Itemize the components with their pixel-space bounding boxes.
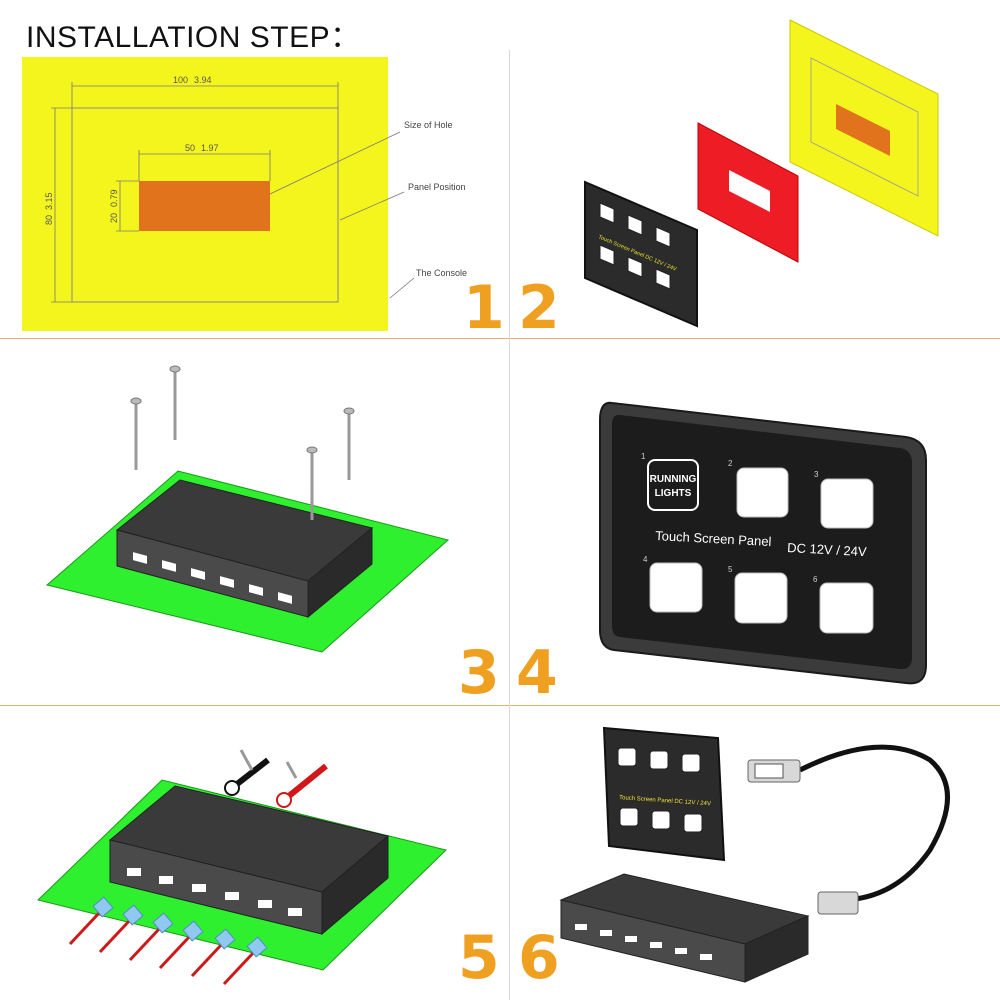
panel-button-3	[820, 478, 874, 529]
panel-button-1	[647, 459, 699, 511]
step6-panel-btn	[681, 753, 701, 773]
red-power-lead	[282, 763, 328, 803]
panel-button-number: 3	[814, 470, 819, 479]
output-wire	[190, 942, 224, 978]
step6-panel-btn	[619, 807, 639, 827]
terminal-slot	[600, 930, 612, 936]
terminal-slot	[288, 908, 302, 916]
label-the-console: The Console	[416, 268, 467, 278]
dim-hole-width: 50	[185, 143, 195, 153]
step2-panel-btn	[627, 214, 643, 236]
dim-hole-width-in: 1.97	[201, 143, 219, 153]
terminal-slot	[575, 924, 587, 930]
control-box-side-2	[321, 834, 389, 936]
panel-button-number: 2	[728, 459, 733, 468]
output-wire	[68, 910, 102, 946]
panel-button-2	[736, 467, 789, 518]
terminal-slot	[700, 954, 712, 960]
terminal-slot	[192, 884, 206, 892]
step-number-3: 3	[458, 638, 500, 708]
panel-button-number: 4	[643, 555, 648, 564]
terminal-slot	[625, 936, 637, 942]
step6-panel-btn	[617, 747, 637, 767]
panel-caption: Touch Screen Panel	[655, 528, 772, 549]
terminal-slot	[191, 568, 205, 580]
dim-hole-height: 20	[109, 213, 119, 223]
output-wire	[222, 950, 256, 986]
terminal-slot	[159, 876, 173, 884]
console-outline	[71, 107, 339, 303]
divider-column	[509, 50, 510, 1000]
step2-panel-btn	[655, 226, 671, 248]
step2-panel-btn	[655, 268, 671, 290]
step-number-5: 5	[458, 923, 500, 993]
cable-connector-bottom	[817, 891, 859, 915]
panel-button-number: 1	[641, 452, 646, 461]
page-title: INSTALLATION STEP：	[26, 21, 361, 54]
terminal-slot	[220, 576, 234, 588]
output-wire	[158, 934, 192, 970]
output-wire	[98, 918, 132, 954]
dim-height: 80	[44, 215, 54, 225]
terminal-slot	[650, 942, 662, 948]
terminal-slot	[249, 584, 263, 596]
label-size-of-hole: Size of Hole	[404, 120, 453, 130]
dim-hole-height-in: 0.79	[109, 189, 119, 207]
panel-button-number: 6	[813, 575, 818, 584]
dim-height-in: 3.15	[44, 192, 54, 210]
panel-button-1-line1: RUNNING	[650, 474, 697, 485]
terminal-slot	[278, 592, 292, 604]
terminal-slot	[258, 900, 272, 908]
step-number-4: 4	[516, 638, 558, 708]
control-box-side	[307, 526, 373, 619]
divider-row-2	[0, 705, 1000, 706]
connection-cable	[798, 744, 950, 903]
step-number-2: 2	[518, 273, 560, 343]
terminal-slot	[133, 552, 147, 564]
step2-hole	[836, 104, 890, 156]
panel-button-6	[819, 582, 874, 634]
terminal-slot	[225, 892, 239, 900]
step2-panel-btn	[599, 244, 615, 266]
divider-row-1	[0, 338, 1000, 339]
label-panel-position: Panel Position	[408, 182, 466, 192]
step-number-1: 1	[463, 273, 505, 343]
panel-button-number: 5	[728, 565, 733, 574]
dim-width-in: 3.94	[194, 75, 212, 85]
terminal-slot	[162, 560, 176, 572]
step6-panel-btn	[651, 810, 671, 830]
step2-panel-btn	[599, 202, 615, 224]
step-number-6: 6	[518, 923, 560, 993]
output-wire	[128, 926, 162, 962]
step6-panel-btn	[683, 813, 703, 833]
panel-button-1-line2: LIGHTS	[655, 488, 692, 499]
step6-control-box-side	[744, 915, 809, 983]
panel-button-4	[649, 562, 703, 613]
dim-width: 100	[173, 75, 188, 85]
panel-voltage: DC 12V / 24V	[787, 540, 867, 559]
terminal-slot	[127, 868, 141, 876]
terminal-slot	[675, 948, 687, 954]
step6-panel-btn	[649, 750, 669, 770]
hole-rectangle	[139, 181, 270, 231]
panel-button-5	[734, 572, 788, 624]
step2-panel-btn	[627, 256, 643, 278]
